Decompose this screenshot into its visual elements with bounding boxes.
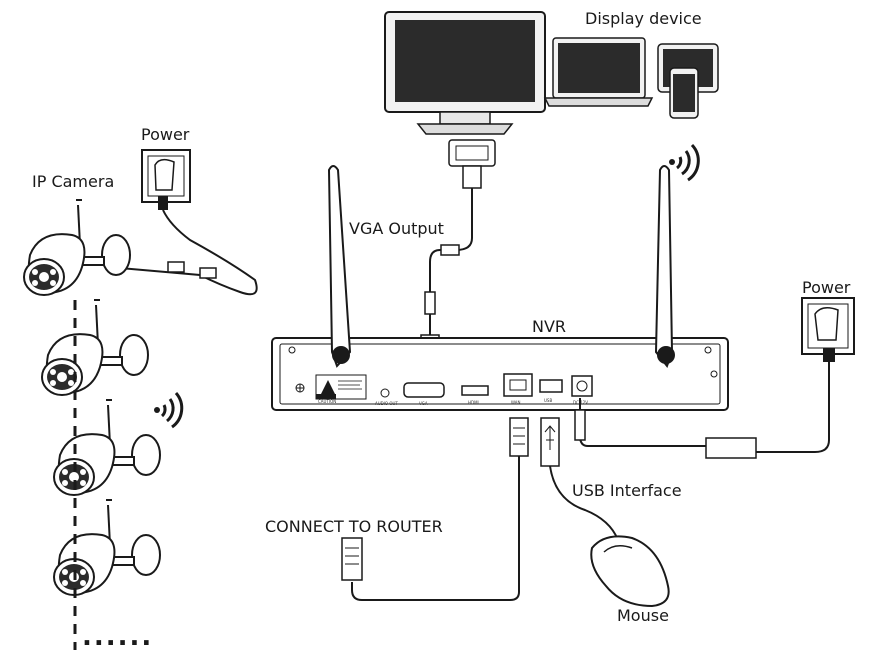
power-left-label: Power xyxy=(141,125,190,144)
wan-port-text: WAN xyxy=(511,400,520,405)
caution-text: CAUTION xyxy=(318,399,336,404)
power-outlet-left xyxy=(141,149,191,210)
dc-plug xyxy=(574,409,586,441)
mouse-label: Mouse xyxy=(617,606,669,625)
ip-camera xyxy=(53,399,161,496)
antenna-right xyxy=(654,165,675,369)
nvr-box xyxy=(271,337,729,411)
wifi-icon xyxy=(154,392,184,429)
network-cable xyxy=(341,417,529,601)
ip-camera xyxy=(41,299,149,396)
display-device-label: Display device xyxy=(585,9,702,28)
vga-output-label: VGA Output xyxy=(349,219,444,238)
wifi-icon xyxy=(669,143,700,182)
connect-to-router-label: CONNECT TO ROUTER xyxy=(265,517,443,536)
dc-connector xyxy=(167,261,217,279)
nvr-label: NVR xyxy=(532,317,567,336)
ip-camera-label: IP Camera xyxy=(32,172,115,191)
usb-cable xyxy=(540,417,619,541)
antenna-left xyxy=(327,165,352,368)
power-cable-left xyxy=(119,209,258,296)
smartphone xyxy=(669,67,699,119)
audio-out-text: AUDIO OUT xyxy=(375,401,398,406)
hdmi-port-text: HDMI xyxy=(468,400,479,405)
usb-interface-label: USB Interface xyxy=(572,481,682,500)
laptop xyxy=(543,37,654,107)
mouse xyxy=(590,535,670,608)
ip-camera xyxy=(53,499,161,596)
usb-port-text: USB xyxy=(544,398,552,403)
ip-camera xyxy=(23,199,131,296)
power-right-label: Power xyxy=(802,278,851,297)
power-brick xyxy=(705,437,757,459)
more-cameras-ellipsis: ...... xyxy=(82,622,154,652)
ip-cameras xyxy=(23,199,161,596)
vga-port-text: VGA xyxy=(419,401,428,406)
power-outlet-right xyxy=(801,297,855,362)
monitor xyxy=(384,11,546,135)
